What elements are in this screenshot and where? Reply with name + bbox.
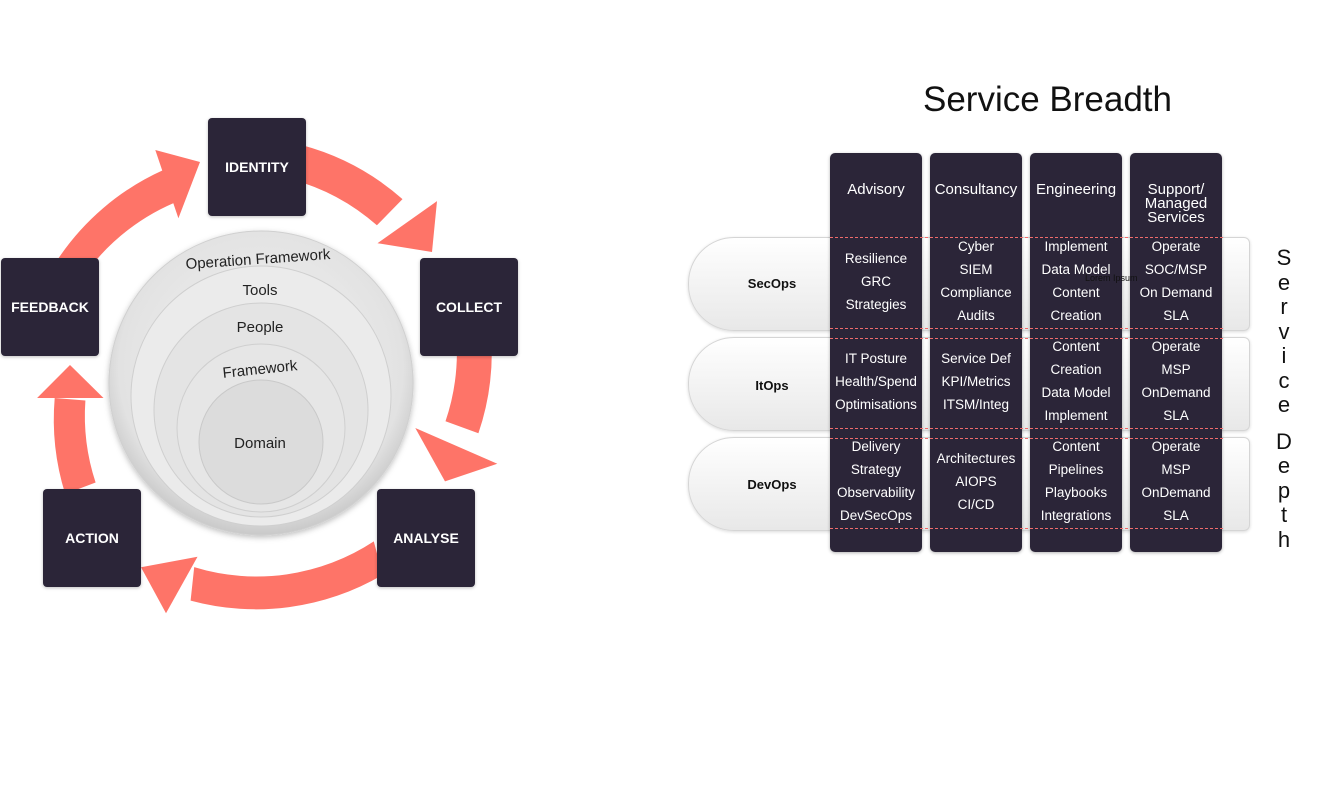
cell-item-itops-consultancy: Service Def <box>941 350 1011 366</box>
arrow-feedback-identity <box>56 170 181 272</box>
cell-item-itops-engineering: Creation <box>1050 362 1102 377</box>
stage-identity: IDENTITY <box>208 118 306 216</box>
service-depth-letter: e <box>1277 453 1291 478</box>
cell-item-secops-support: On Demand <box>1139 285 1213 300</box>
service-depth-letter: S <box>1276 245 1292 270</box>
column-header-advisory: Advisory <box>847 181 905 198</box>
row-divider <box>830 428 1223 429</box>
column-header-consultancy: Consultancy <box>934 181 1018 198</box>
cell-item-secops-support: SOC/MSP <box>1144 262 1208 277</box>
cell-item-itops-support: SLA <box>1163 408 1189 423</box>
cell-item-devops-support: SLA <box>1163 508 1189 523</box>
arrow-analyse-action <box>190 541 383 610</box>
row-divider <box>830 438 1223 439</box>
service-depth-letter: t <box>1280 502 1288 527</box>
column-advisory <box>830 153 922 552</box>
cell-item-itops-engineering: Implement <box>1044 408 1108 423</box>
cell-item-devops-consultancy: Architectures <box>936 450 1016 466</box>
service-breadth-title: Service Breadth <box>922 80 1173 119</box>
cell-item-secops-engineering: Content <box>1052 285 1100 300</box>
cell-item-itops-consultancy: KPI/Metrics <box>941 373 1011 389</box>
column-header-engineering: Engineering <box>1035 181 1117 198</box>
service-depth-letter: p <box>1277 477 1291 503</box>
row-label-secops: SecOps <box>747 276 797 291</box>
arrow-collect-analyse <box>445 353 492 434</box>
service-depth-letter: c <box>1278 367 1290 393</box>
service-depth-letter: i <box>1281 343 1287 368</box>
row-divider <box>830 528 1223 529</box>
cell-item-itops-support: Operate <box>1151 339 1201 354</box>
cell-item-devops-support: OnDemand <box>1141 485 1211 500</box>
column-header-support: Support/ Managed Services <box>1144 181 1208 226</box>
cell-item-itops-support: OnDemand <box>1141 385 1211 400</box>
ring-domain <box>198 379 324 505</box>
cell-item-secops-engineering: Creation <box>1050 308 1102 323</box>
column-support <box>1130 153 1222 552</box>
cell-item-secops-support: SLA <box>1163 308 1189 323</box>
cell-item-devops-advisory: Observability <box>836 485 916 500</box>
arrow-head-analyse-action <box>141 556 198 614</box>
cell-item-secops-consultancy: SIEM <box>959 262 993 277</box>
arrow-head-feedback-identity <box>155 150 200 219</box>
stage-analyse: ANALYSE <box>377 489 475 587</box>
cell-item-itops-advisory: Health/Spend <box>835 373 917 389</box>
row-divider <box>830 338 1223 339</box>
column-consultancy <box>930 153 1022 552</box>
cell-item-secops-advisory: GRC <box>861 273 891 289</box>
stage-action: ACTION <box>43 489 141 587</box>
cell-item-devops-support: Operate <box>1151 439 1201 454</box>
arrow-head-identity-collect <box>377 201 437 252</box>
cell-item-secops-consultancy: Cyber <box>957 239 994 254</box>
cell-item-secops-advisory: Strategies <box>845 296 907 312</box>
cell-item-itops-engineering: Data Model <box>1041 385 1111 400</box>
cell-item-itops-advisory: Optimisations <box>835 396 917 412</box>
cell-item-secops-support: Operate <box>1151 239 1201 254</box>
row-label-itops: ItOps <box>755 378 789 393</box>
arrow-head-action-feedback <box>37 365 104 398</box>
cell-item-devops-engineering: Integrations <box>1040 508 1112 523</box>
row-label-devops: DevOps <box>747 477 797 492</box>
lorem-ipsum-overlay: Lorem Ipsum <box>1085 273 1138 283</box>
cell-item-devops-consultancy: CI/CD <box>957 496 995 512</box>
cell-item-itops-support: MSP <box>1161 362 1191 377</box>
arrow-action-feedback <box>53 398 96 494</box>
column-engineering <box>1030 153 1122 552</box>
cell-item-devops-advisory: Delivery <box>851 439 901 454</box>
row-divider <box>830 237 1223 238</box>
stage-collect: COLLECT <box>420 258 518 356</box>
stage-feedback: FEEDBACK <box>1 258 99 356</box>
service-depth-letter: h <box>1277 526 1291 552</box>
cell-item-itops-consultancy: ITSM/Integ <box>942 396 1010 412</box>
row-divider <box>830 328 1223 329</box>
service-depth-letter: D <box>1276 428 1292 454</box>
cell-item-secops-advisory: Resilience <box>844 250 908 266</box>
cell-item-devops-consultancy: AIOPS <box>955 473 997 489</box>
ring-label-domain: Domain <box>234 435 286 452</box>
cell-item-itops-advisory: IT Posture <box>844 350 908 366</box>
cell-item-devops-engineering: Playbooks <box>1044 485 1108 500</box>
cell-item-devops-engineering: Pipelines <box>1048 462 1104 477</box>
cell-item-devops-advisory: Strategy <box>850 462 902 477</box>
cell-item-secops-consultancy: Audits <box>957 308 995 323</box>
arrow-head-collect-analyse <box>415 428 498 482</box>
ring-label-people: People <box>236 319 284 336</box>
service-depth-letter: r <box>1280 294 1288 319</box>
cell-item-itops-engineering: Content <box>1052 339 1100 354</box>
cycle-arrows <box>37 145 498 614</box>
cell-item-devops-support: MSP <box>1161 462 1191 477</box>
arrow-identity-collect <box>290 145 403 226</box>
cell-item-secops-engineering: Implement <box>1044 239 1108 254</box>
cell-item-devops-advisory: DevSecOps <box>839 508 913 523</box>
service-depth-letter: v <box>1278 318 1290 344</box>
rings <box>108 230 414 536</box>
cell-item-secops-engineering: Data Model <box>1041 262 1111 277</box>
ring-label-tools: Tools <box>242 282 278 299</box>
service-depth-letter: e <box>1277 392 1291 417</box>
cell-item-devops-engineering: Content <box>1052 439 1100 454</box>
cell-item-secops-consultancy: Compliance <box>940 285 1012 300</box>
service-depth-letter: e <box>1277 269 1291 295</box>
